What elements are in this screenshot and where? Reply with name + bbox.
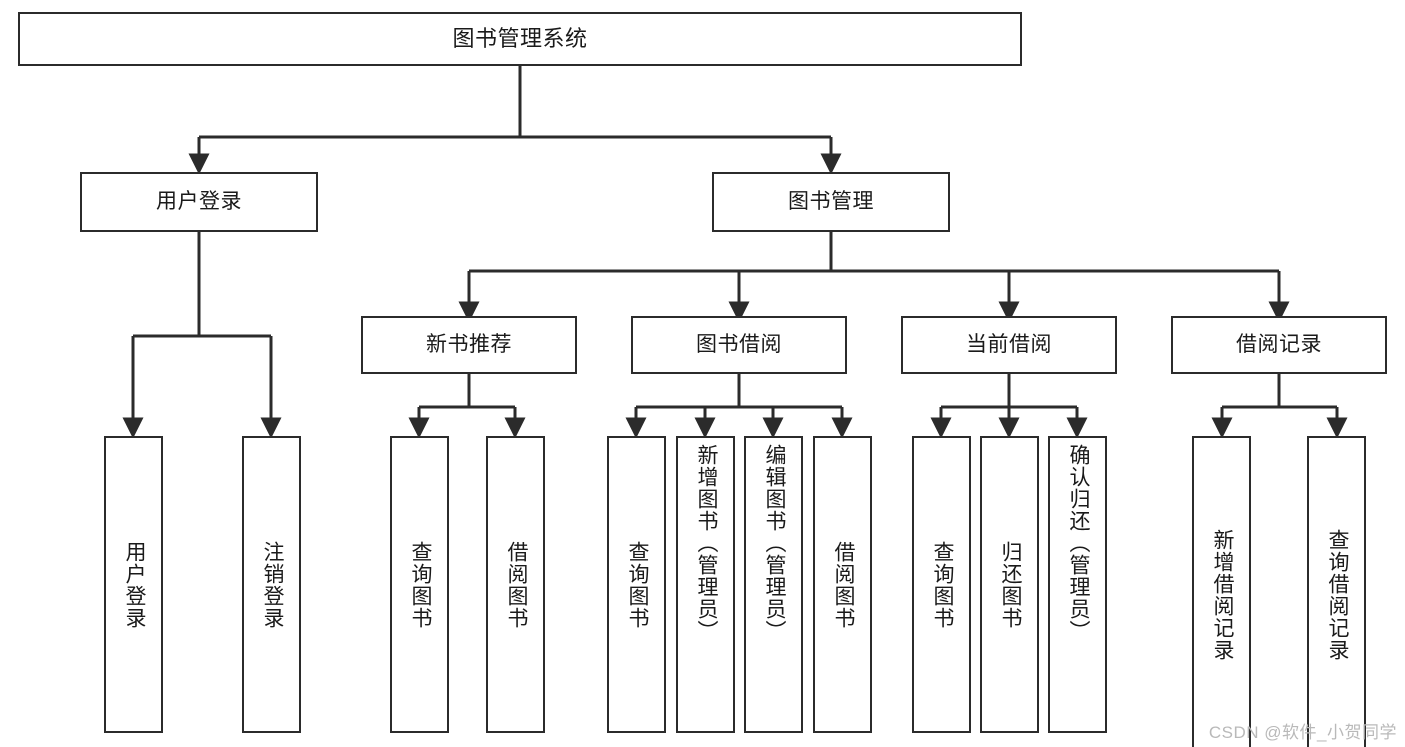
node-current-borrow[interactable]: 当前借阅 xyxy=(901,316,1117,374)
node-leaf-user-login-label: 用户登录 xyxy=(122,540,146,629)
node-leaf-return-book[interactable]: 归还图书 xyxy=(980,436,1039,733)
watermark: CSDN @软件_小贺同学 xyxy=(1208,723,1397,742)
node-leaf-query-book-2[interactable]: 查询图书 xyxy=(607,436,666,733)
node-current-borrow-label: 当前借阅 xyxy=(966,332,1052,356)
node-borrow-record-label: 借阅记录 xyxy=(1236,332,1322,356)
node-book-borrow[interactable]: 图书借阅 xyxy=(631,316,847,374)
node-new-book-recommend-label: 新书推荐 xyxy=(426,332,512,356)
node-leaf-borrow-book-1[interactable]: 借阅图书 xyxy=(486,436,545,733)
node-leaf-add-record-label: 新增借阅记录 xyxy=(1210,529,1234,661)
node-book-manage[interactable]: 图书管理 xyxy=(712,172,950,232)
node-leaf-query-book-3[interactable]: 查询图书 xyxy=(912,436,971,733)
node-leaf-logout-login[interactable]: 注销登录 xyxy=(242,436,301,733)
node-leaf-query-record-label: 查询借阅记录 xyxy=(1325,529,1349,661)
node-borrow-record[interactable]: 借阅记录 xyxy=(1171,316,1387,374)
node-book-borrow-label: 图书借阅 xyxy=(696,332,782,356)
node-leaf-borrow-book-2-label: 借阅图书 xyxy=(831,540,855,629)
node-leaf-return-book-label: 归还图书 xyxy=(998,540,1022,629)
node-leaf-confirm-return-label: 确认归还（管理员） xyxy=(1066,444,1090,642)
node-leaf-query-book-3-label: 查询图书 xyxy=(930,540,954,629)
node-leaf-add-record[interactable]: 新增借阅记录 xyxy=(1192,436,1251,747)
node-leaf-borrow-book-2[interactable]: 借阅图书 xyxy=(813,436,872,733)
node-leaf-edit-book[interactable]: 编辑图书（管理员） xyxy=(744,436,803,733)
node-new-book-recommend[interactable]: 新书推荐 xyxy=(361,316,577,374)
node-root[interactable]: 图书管理系统 xyxy=(18,12,1022,66)
node-root-label: 图书管理系统 xyxy=(452,26,588,52)
node-leaf-query-record[interactable]: 查询借阅记录 xyxy=(1307,436,1366,747)
node-leaf-add-book[interactable]: 新增图书（管理员） xyxy=(676,436,735,733)
node-leaf-query-book-1-label: 查询图书 xyxy=(408,540,432,629)
node-user-login-label: 用户登录 xyxy=(156,189,242,213)
node-leaf-logout-login-label: 注销登录 xyxy=(260,540,284,629)
node-leaf-query-book-1[interactable]: 查询图书 xyxy=(390,436,449,733)
node-leaf-add-book-label: 新增图书（管理员） xyxy=(694,444,718,642)
node-book-manage-label: 图书管理 xyxy=(788,189,874,213)
node-leaf-borrow-book-1-label: 借阅图书 xyxy=(504,540,528,629)
node-leaf-query-book-2-label: 查询图书 xyxy=(625,540,649,629)
node-user-login[interactable]: 用户登录 xyxy=(80,172,318,232)
node-leaf-confirm-return[interactable]: 确认归还（管理员） xyxy=(1048,436,1107,733)
node-leaf-edit-book-label: 编辑图书（管理员） xyxy=(762,444,786,642)
node-leaf-user-login[interactable]: 用户登录 xyxy=(104,436,163,733)
